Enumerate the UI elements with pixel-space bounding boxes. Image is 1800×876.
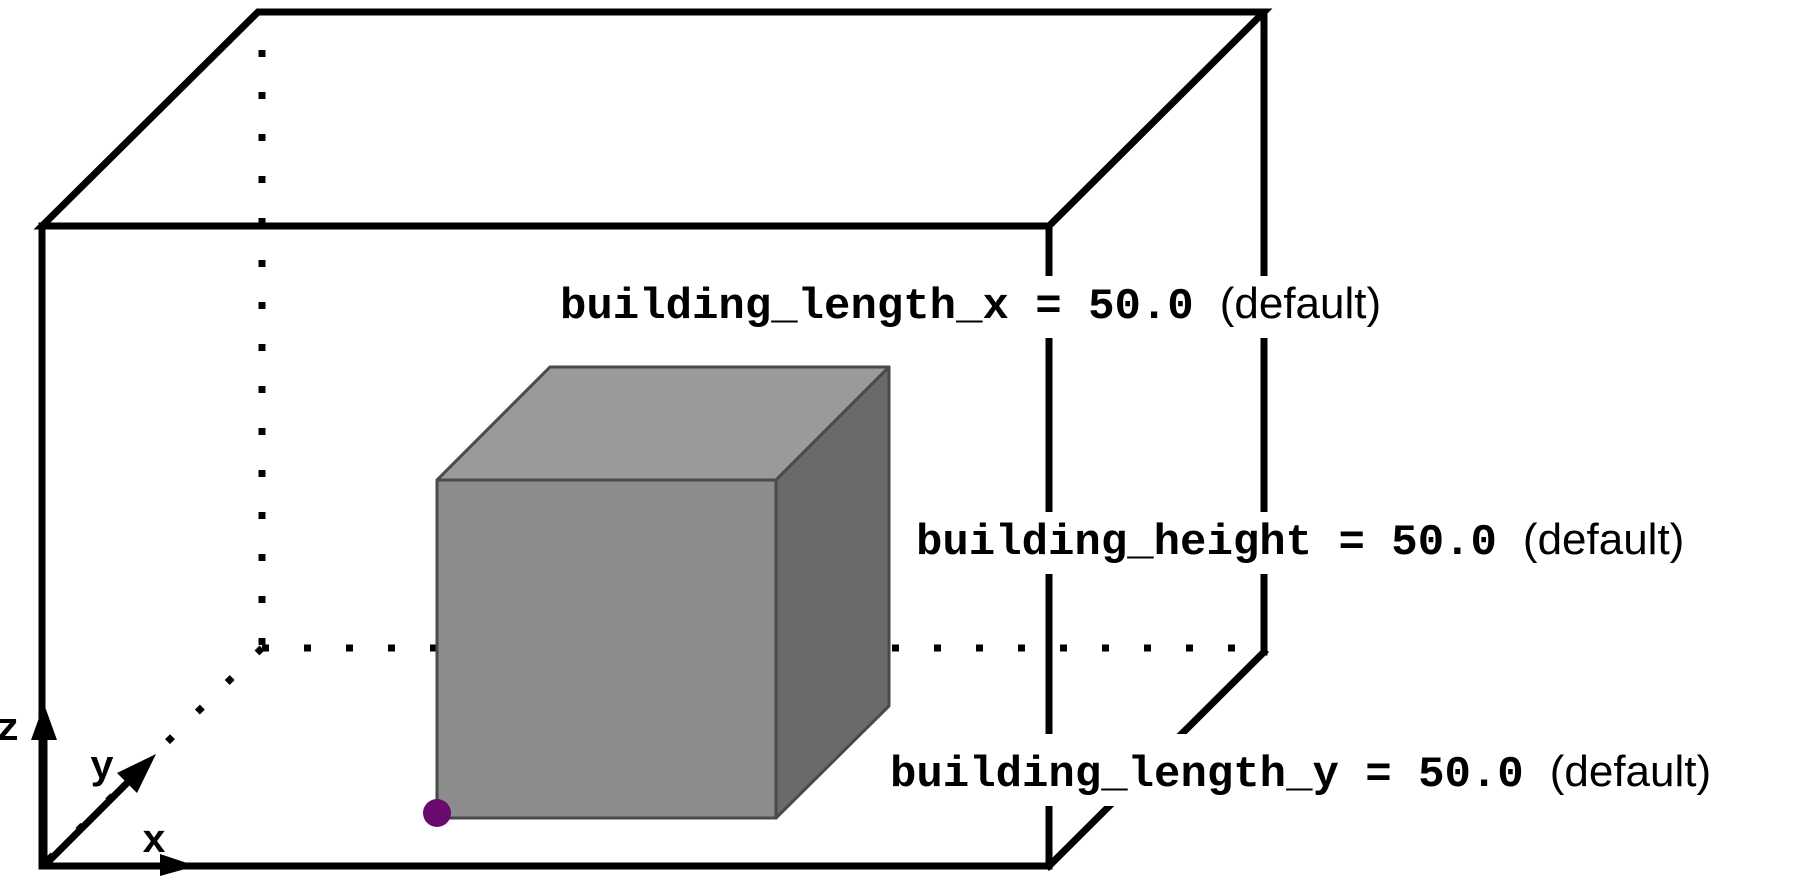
label-mask-height: [912, 512, 1776, 574]
param-note-height: (default): [1523, 515, 1684, 564]
y-axis-arrowhead: [117, 754, 156, 793]
param-equals-height: =: [1312, 518, 1391, 568]
label-building-height: building_height = 50.0 (default): [916, 515, 1684, 568]
label-building-length-x: building_length_x = 50.0 (default): [560, 279, 1381, 332]
param-value-length-x: 50.0: [1088, 282, 1194, 332]
param-value-length-y: 50.0: [1418, 750, 1524, 800]
param-note-length-x: (default): [1220, 279, 1381, 328]
label-building-length-y: building_length_y = 50.0 (default): [890, 747, 1711, 800]
x-axis-label: x: [142, 820, 166, 865]
building-block: [435, 365, 891, 820]
param-equals-length-x: =: [1009, 282, 1088, 332]
param-name-length-y: building_length_y: [890, 750, 1339, 800]
building-front-face: [435, 478, 778, 820]
param-name-length-x: building_length_x: [560, 282, 1009, 332]
z-axis-arrowhead: [31, 704, 57, 740]
param-name-height: building_height: [916, 518, 1312, 568]
z-axis-label: z: [0, 708, 20, 753]
label-mask-length-y: [886, 734, 1800, 806]
y-axis-label: y: [90, 746, 114, 791]
param-note-length-y: (default): [1550, 747, 1711, 796]
x-axis-arrowhead: [160, 854, 196, 876]
param-value-height: 50.0: [1391, 518, 1497, 568]
y-axis-line: [41, 777, 133, 869]
parameter-labels: building_length_x = 50.0 (default) buildi…: [556, 276, 1800, 806]
label-mask-length-x: [556, 276, 1478, 338]
coordinate-axes: z x y: [0, 704, 196, 876]
origin-marker: [423, 799, 451, 827]
domain-top-face: [33, 8, 1273, 230]
param-equals-length-y: =: [1339, 750, 1418, 800]
